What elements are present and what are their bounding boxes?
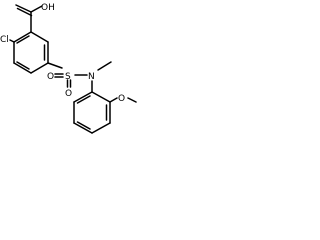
sulfonamide-nitrogen-label: N xyxy=(88,72,95,82)
sulfonyl-oxygen-lower-label: O xyxy=(65,89,72,99)
ring-b-bond xyxy=(73,122,93,134)
sulfonyl-oxygen-left-label: O xyxy=(47,72,54,82)
chemical-structure: OH Cl O S O N O xyxy=(0,3,137,134)
methoxy-methyl-bond xyxy=(127,97,137,103)
chloro-bond xyxy=(9,39,15,43)
carbonyl-double-bond xyxy=(15,4,32,13)
ring-b-bond xyxy=(73,91,93,103)
sulfur-label: S xyxy=(65,72,71,82)
ring-b-bond xyxy=(91,122,111,134)
ring-b-inner-double-bond xyxy=(76,121,91,130)
ring-b-bond xyxy=(91,91,111,103)
ring-a-bond xyxy=(13,31,32,43)
ring-to-sulfur-bond xyxy=(47,62,63,69)
carbonyl-double-bond xyxy=(16,7,33,17)
atom-labels: OH Cl O S O N O xyxy=(0,3,125,104)
bonds xyxy=(9,4,137,134)
ring-a-inner-double-bond xyxy=(16,61,30,70)
ring-to-methoxy-oxygen-bond xyxy=(109,97,118,103)
carboxyl-oh-bond xyxy=(30,5,43,13)
n-methyl-bond xyxy=(97,61,112,71)
methoxy-oxygen-label: O xyxy=(118,94,125,104)
carboxyl-oh-label: OH xyxy=(41,3,55,13)
ring-b-inner-double-bond xyxy=(76,95,91,104)
chloro-label: Cl xyxy=(0,35,9,45)
ring-a-bond xyxy=(30,62,49,74)
ring-a-bond xyxy=(13,62,32,74)
ring-a-inner-double-bond xyxy=(16,35,30,44)
ring-a-bond xyxy=(30,31,49,43)
